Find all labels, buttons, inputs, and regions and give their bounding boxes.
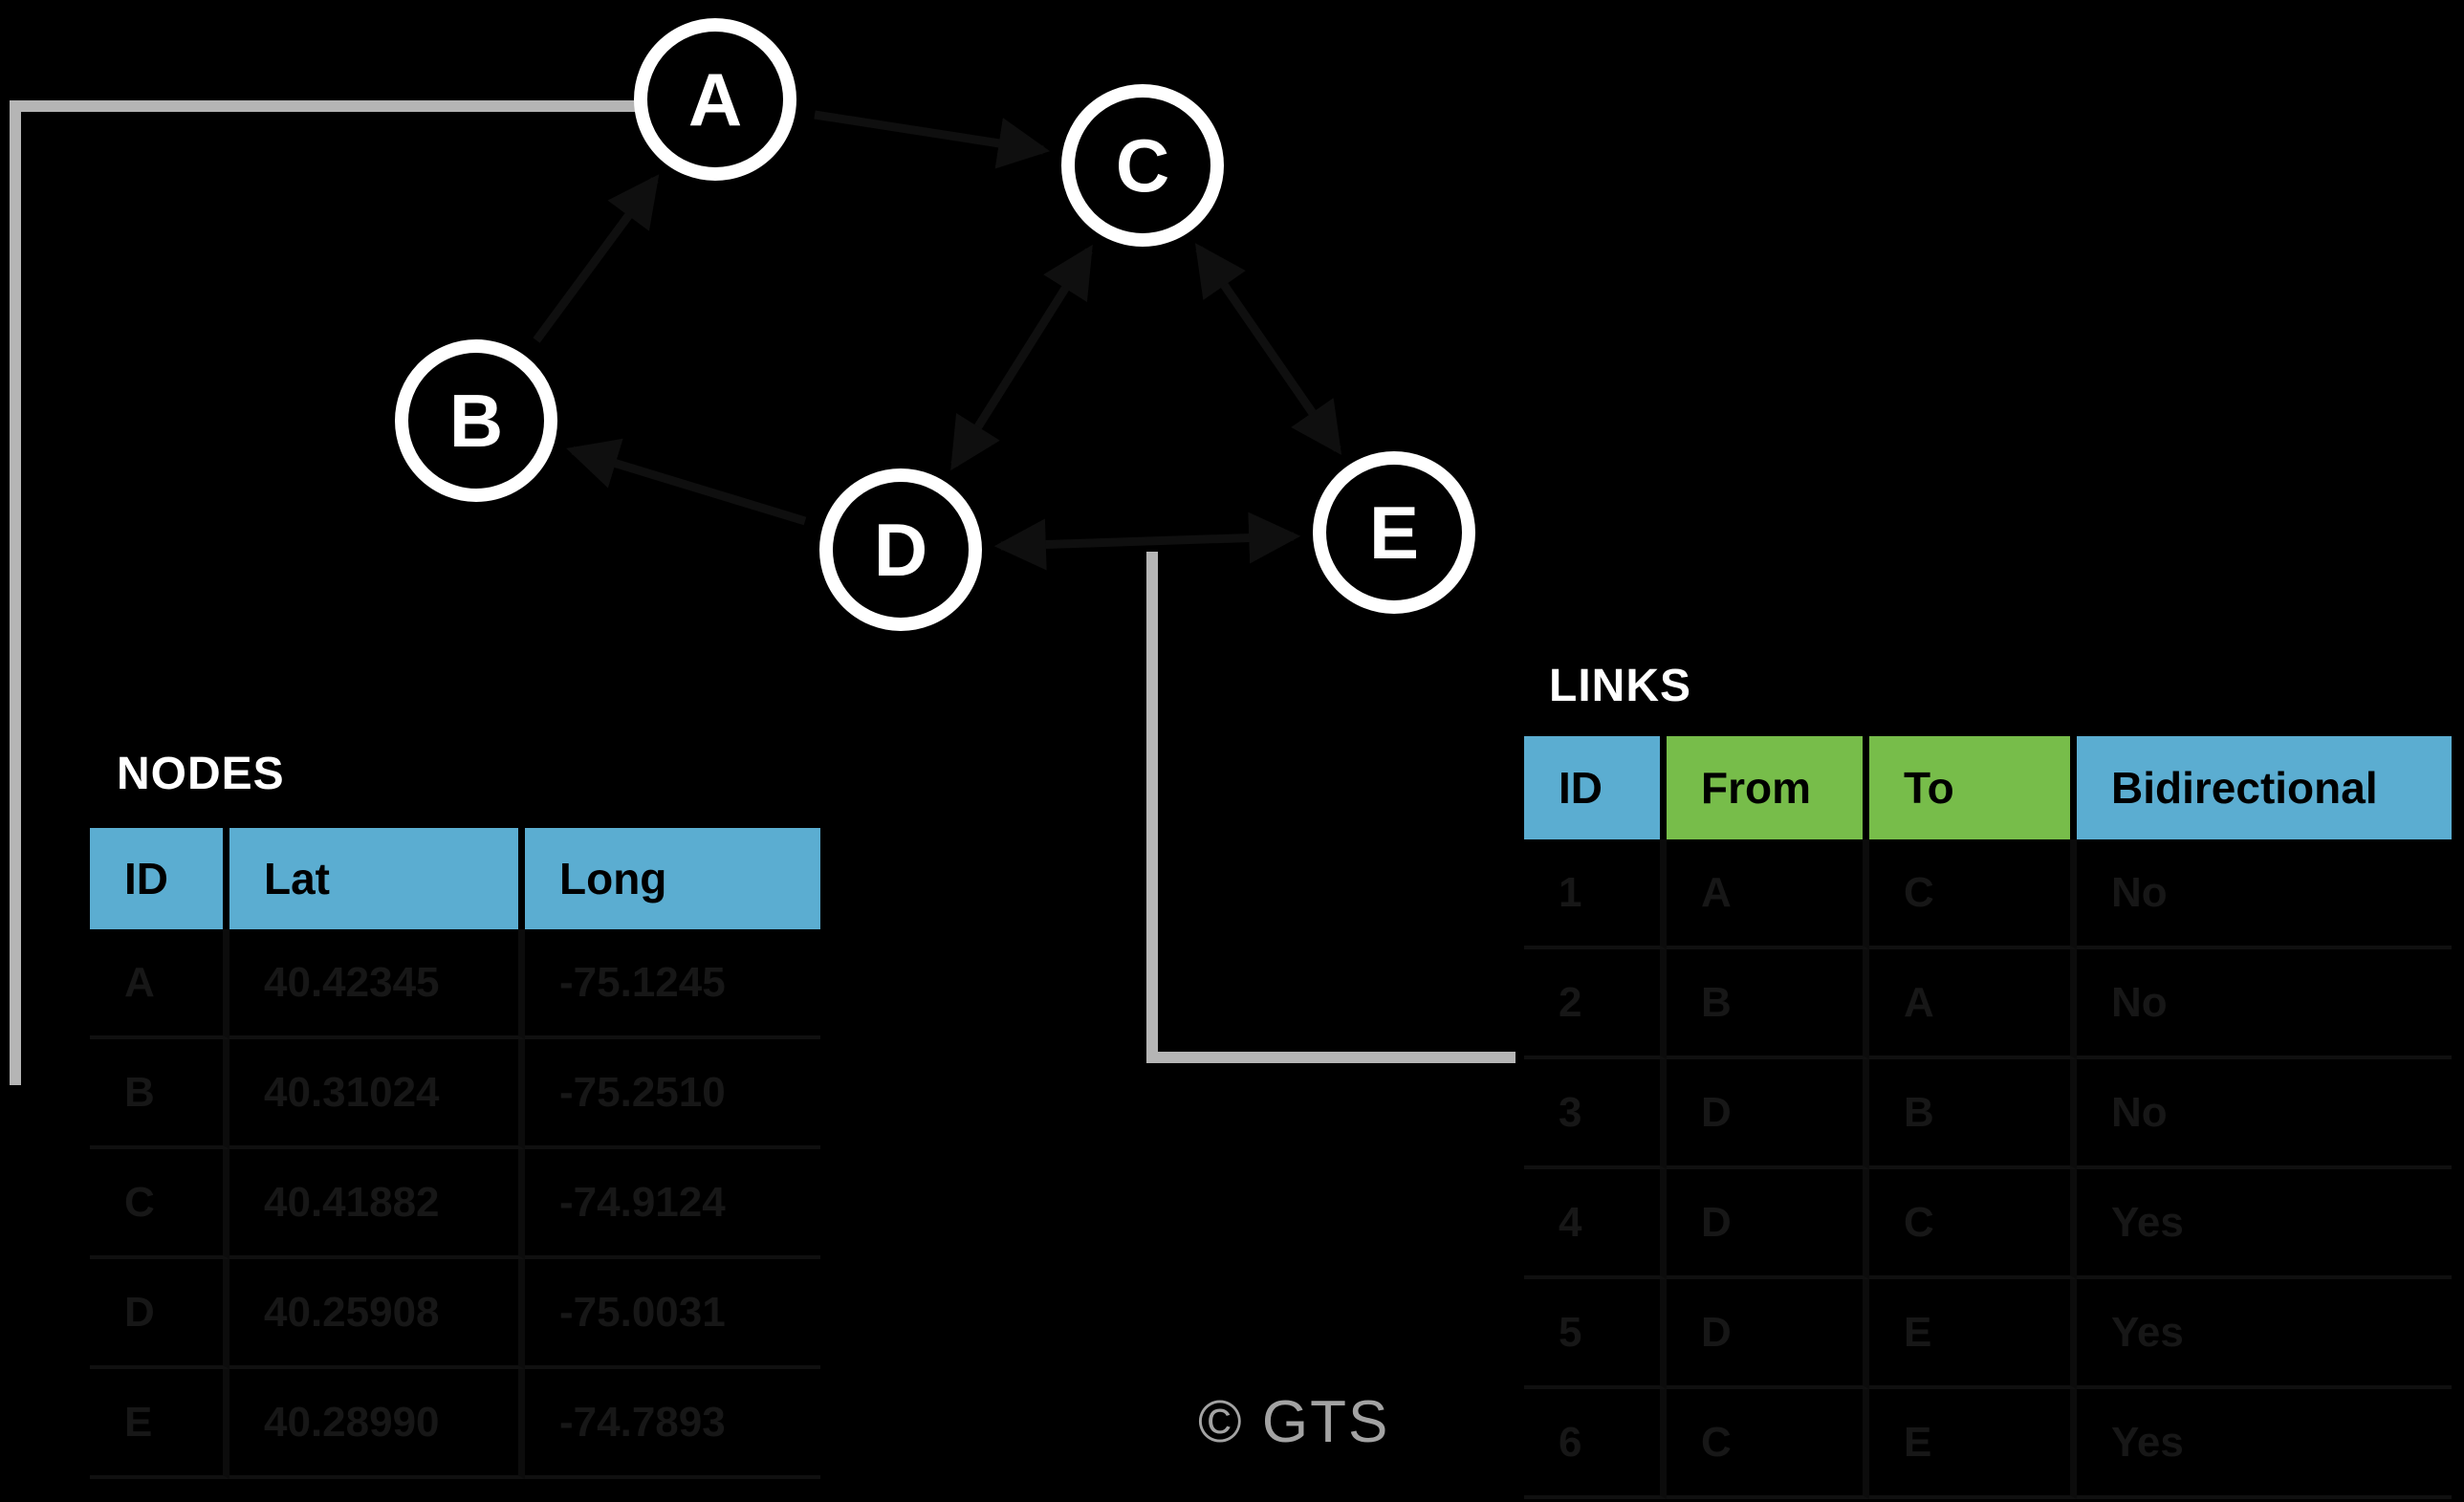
- edge-a-c: [814, 110, 1051, 169]
- node-e: E: [1313, 451, 1475, 614]
- link-row-from: B: [1667, 949, 1869, 1059]
- nodes-table-row: E 40.28990 -74.7893: [90, 1369, 820, 1479]
- node-c: C: [1061, 84, 1224, 247]
- node-row-id: B: [90, 1039, 229, 1149]
- link-row-to: A: [1869, 949, 2077, 1059]
- link-row-id: 5: [1524, 1279, 1667, 1389]
- link-row-bidirectional: Yes: [2077, 1389, 2452, 1499]
- nodes-header-id: ID: [90, 828, 223, 929]
- link-row-from: A: [1667, 839, 1869, 949]
- node-row-long: -75.0031: [525, 1259, 820, 1369]
- node-row-long: -75.2510: [525, 1039, 820, 1149]
- link-row-from: D: [1667, 1169, 1869, 1279]
- node-d-label: D: [873, 508, 928, 592]
- link-row-bidirectional: No: [2077, 949, 2452, 1059]
- nodes-header-long: Long: [525, 828, 820, 929]
- node-row-lat: 40.31024: [229, 1039, 525, 1149]
- link-row-id: 3: [1524, 1059, 1667, 1169]
- edge-d-c: [950, 244, 1093, 471]
- edge-c-e: [1194, 243, 1342, 455]
- callout-links-line: [1146, 552, 1515, 1063]
- nodes-table-row: C 40.41882 -74.9124: [90, 1149, 820, 1259]
- nodes-table-title: NODES: [117, 749, 285, 799]
- links-table: ID From To Bidirectional 1 A C No 2 B A …: [1524, 736, 2452, 1499]
- node-row-long: -74.9124: [525, 1149, 820, 1259]
- link-row-bidirectional: Yes: [2077, 1279, 2452, 1389]
- links-table-title: LINKS: [1549, 661, 1691, 711]
- node-b: B: [395, 339, 557, 502]
- node-row-id: D: [90, 1259, 229, 1369]
- copyright-watermark: © GTS: [1198, 1389, 1390, 1455]
- link-row-id: 1: [1524, 839, 1667, 949]
- node-a-label: A: [687, 57, 743, 141]
- links-table-row: 6 C E Yes: [1524, 1389, 2452, 1499]
- node-row-id: E: [90, 1369, 229, 1479]
- node-d: D: [819, 468, 982, 631]
- link-row-to: E: [1869, 1279, 2077, 1389]
- node-row-lat: 40.41882: [229, 1149, 525, 1259]
- edge-d-e: [993, 512, 1301, 571]
- nodes-table: ID Lat Long A 40.42345 -75.1245 B 40.310…: [90, 828, 820, 1479]
- edge-b-a: [533, 174, 660, 343]
- link-row-bidirectional: No: [2077, 839, 2452, 949]
- nodes-table-row: D 40.25908 -75.0031: [90, 1259, 820, 1369]
- nodes-table-header-row: ID Lat Long: [90, 828, 820, 929]
- node-row-id: A: [90, 929, 229, 1039]
- links-table-row: 5 D E Yes: [1524, 1279, 2452, 1389]
- nodes-table-row: B 40.31024 -75.2510: [90, 1039, 820, 1149]
- link-row-id: 4: [1524, 1169, 1667, 1279]
- node-a: A: [634, 18, 796, 181]
- node-row-long: -75.1245: [525, 929, 820, 1039]
- nodes-header-lat: Lat: [229, 828, 518, 929]
- node-e-label: E: [1368, 490, 1420, 575]
- node-row-long: -74.7893: [525, 1369, 820, 1479]
- link-row-from: C: [1667, 1389, 1869, 1499]
- link-row-from: D: [1667, 1279, 1869, 1389]
- links-table-header-row: ID From To Bidirectional: [1524, 736, 2452, 839]
- links-header-to: To: [1869, 736, 2070, 839]
- links-table-row: 4 D C Yes: [1524, 1169, 2452, 1279]
- link-row-bidirectional: Yes: [2077, 1169, 2452, 1279]
- link-row-id: 2: [1524, 949, 1667, 1059]
- link-row-from: D: [1667, 1059, 1869, 1169]
- links-table-row: 3 D B No: [1524, 1059, 2452, 1169]
- callout-nodes-line: [10, 100, 648, 1085]
- link-row-to: B: [1869, 1059, 2077, 1169]
- node-c-label: C: [1115, 123, 1170, 207]
- links-header-from: From: [1667, 736, 1863, 839]
- node-row-lat: 40.25908: [229, 1259, 525, 1369]
- link-row-to: C: [1869, 1169, 2077, 1279]
- links-table-row: 2 B A No: [1524, 949, 2452, 1059]
- links-table-row: 1 A C No: [1524, 839, 2452, 949]
- links-header-bidirectional: Bidirectional: [2077, 736, 2452, 839]
- link-row-id: 6: [1524, 1389, 1667, 1499]
- nodes-table-row: A 40.42345 -75.1245: [90, 929, 820, 1039]
- edge-d-b: [566, 438, 807, 526]
- links-header-id: ID: [1524, 736, 1660, 839]
- link-row-bidirectional: No: [2077, 1059, 2452, 1169]
- node-row-lat: 40.42345: [229, 929, 525, 1039]
- link-row-to: C: [1869, 839, 2077, 949]
- node-row-lat: 40.28990: [229, 1369, 525, 1479]
- link-row-to: E: [1869, 1389, 2077, 1499]
- node-b-label: B: [448, 379, 504, 463]
- node-row-id: C: [90, 1149, 229, 1259]
